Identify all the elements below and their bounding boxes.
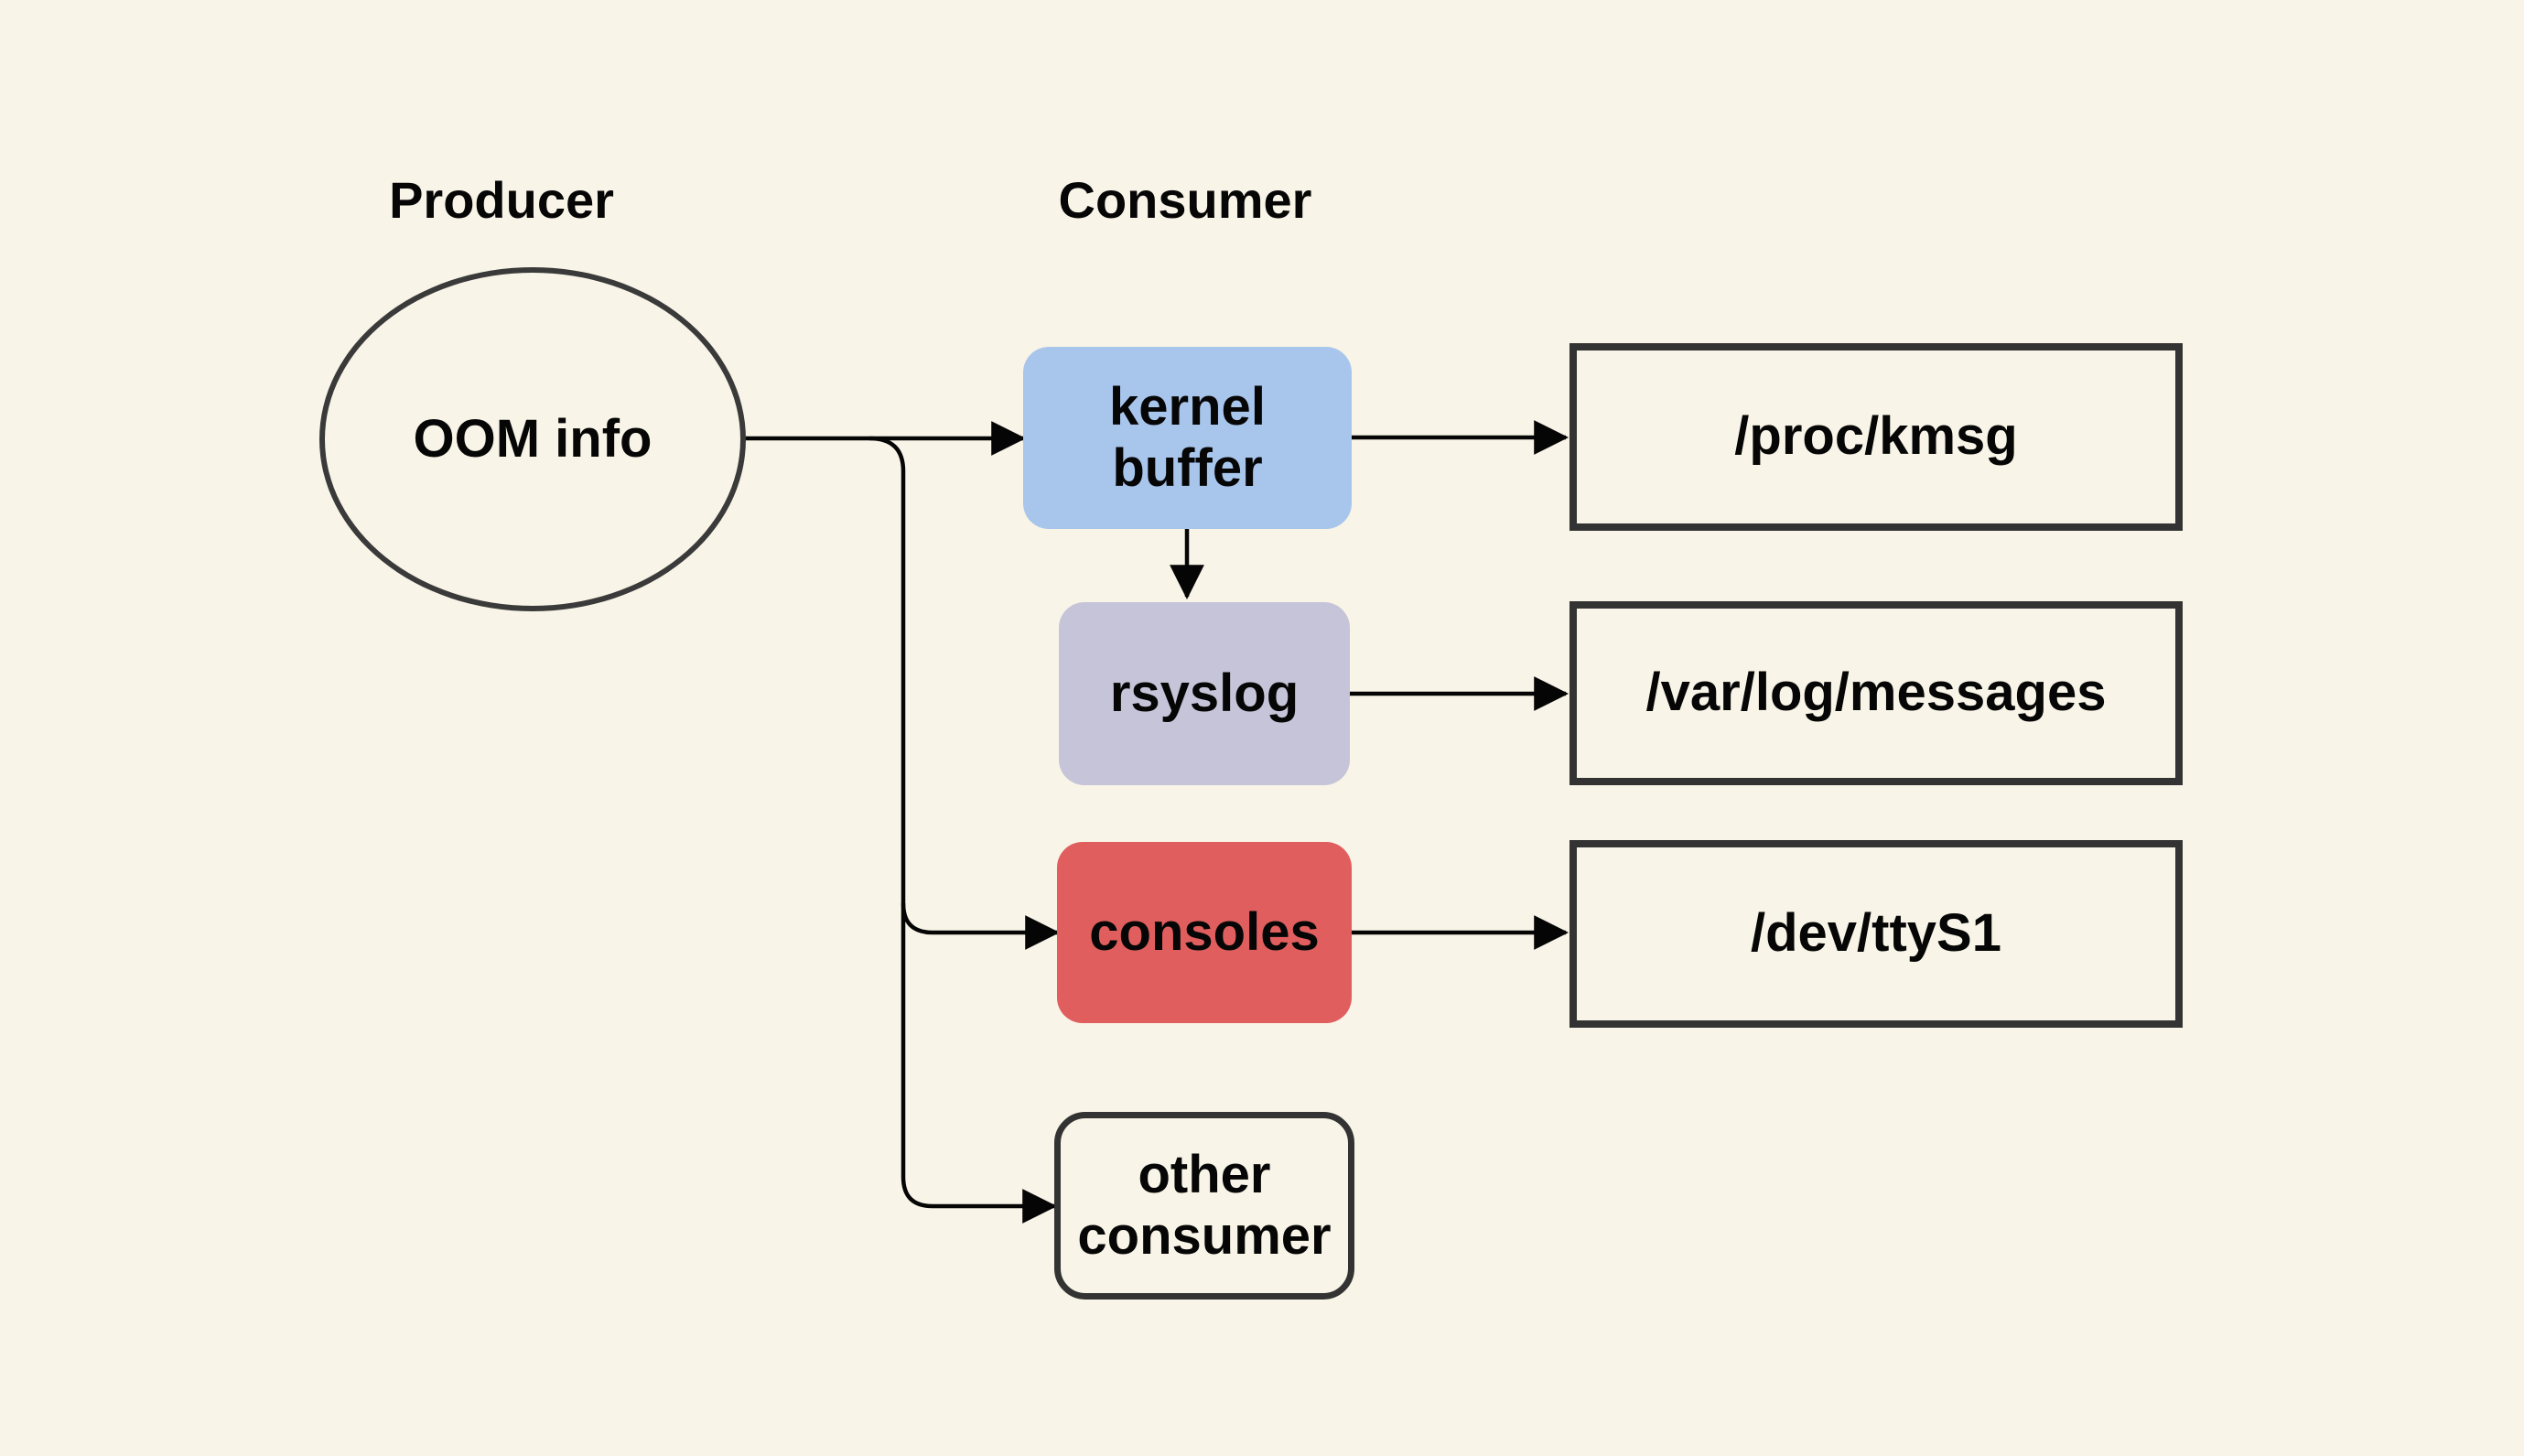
node-kernel-buffer: kernel buffer — [1023, 347, 1352, 529]
node-proc-kmsg-label: /proc/kmsg — [1734, 406, 2018, 467]
node-oom-info: OOM info — [319, 267, 746, 611]
node-var-log-messages: /var/log/messages — [1569, 601, 2183, 785]
node-rsyslog-label: rsyslog — [1109, 663, 1300, 723]
node-kernel-buffer-label: kernel buffer — [1109, 376, 1266, 498]
node-consoles-label: consoles — [1089, 901, 1320, 962]
node-oom-info-label: OOM info — [413, 408, 653, 469]
node-rsyslog: rsyslog — [1059, 602, 1350, 785]
node-consoles: consoles — [1057, 842, 1352, 1023]
node-proc-kmsg: /proc/kmsg — [1569, 343, 2183, 531]
edge-oom-trunk-to-other-consumer — [868, 436, 1058, 1224]
edge-branch-to-consoles — [901, 902, 1061, 950]
consumer-column-label: Consumer — [1058, 171, 1312, 229]
producer-column-label: Producer — [389, 171, 614, 229]
node-dev-ttys1: /dev/ttyS1 — [1569, 840, 2183, 1028]
node-other-consumer: other consumer — [1054, 1112, 1354, 1300]
node-other-consumer-label: other consumer — [1077, 1144, 1332, 1266]
node-var-log-messages-label: /var/log/messages — [1645, 663, 2107, 723]
node-dev-ttys1-label: /dev/ttyS1 — [1751, 903, 2001, 964]
